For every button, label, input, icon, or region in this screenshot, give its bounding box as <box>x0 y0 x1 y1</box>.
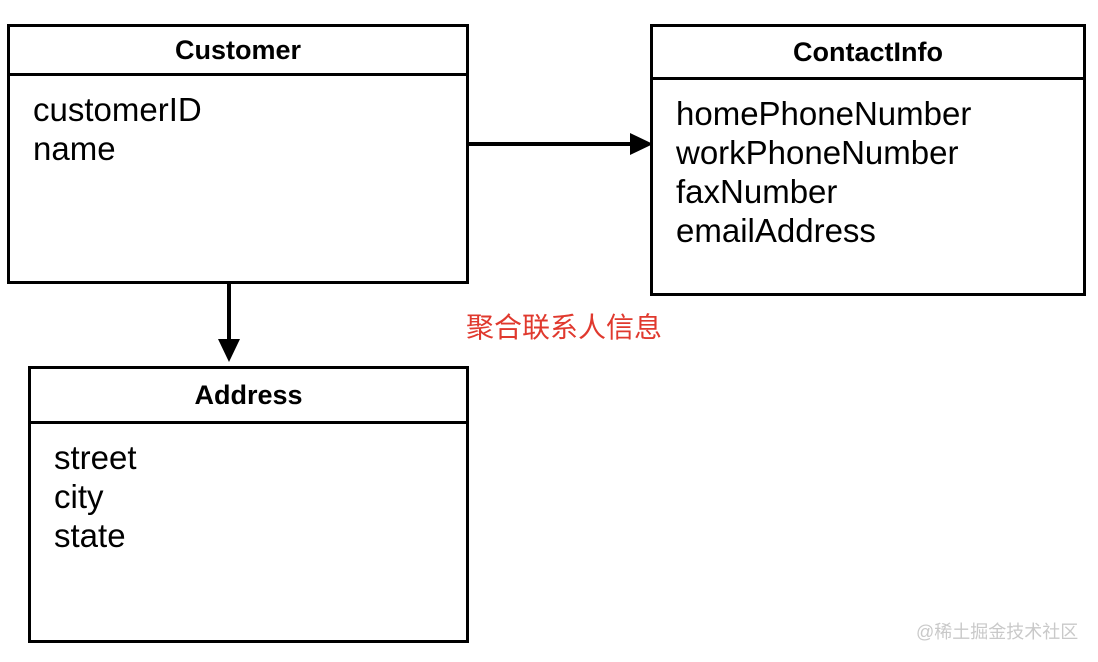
class-box-address: Address street city state <box>28 366 469 643</box>
aggregation-annotation-label: 聚合联系人信息 <box>466 312 663 343</box>
field-emailaddress: emailAddress <box>676 212 876 249</box>
field-homephonenumber: homePhoneNumber <box>676 95 972 132</box>
class-title-customer: Customer <box>10 27 466 76</box>
class-fields-address: street city state <box>31 424 466 555</box>
watermark-label: @稀土掘金技术社区 <box>916 622 1079 642</box>
class-title-contactinfo: ContactInfo <box>653 27 1083 80</box>
class-fields-contactinfo: homePhoneNumber workPhoneNumber faxNumbe… <box>653 80 1083 250</box>
field-faxnumber: faxNumber <box>676 173 838 210</box>
field-workphonenumber: workPhoneNumber <box>676 134 959 171</box>
field-street: street <box>54 439 137 476</box>
field-customerid: customerID <box>33 91 202 128</box>
field-state: state <box>54 517 126 554</box>
class-box-contactinfo: ContactInfo homePhoneNumber workPhoneNum… <box>650 24 1086 296</box>
class-title-address: Address <box>31 369 466 424</box>
class-fields-customer: customerID name <box>10 76 466 168</box>
field-name: name <box>33 130 116 167</box>
field-city: city <box>54 478 104 515</box>
arrow-customer-to-address <box>218 283 240 362</box>
class-box-customer: Customer customerID name <box>7 24 469 284</box>
arrow-customer-to-contactinfo <box>469 133 653 155</box>
